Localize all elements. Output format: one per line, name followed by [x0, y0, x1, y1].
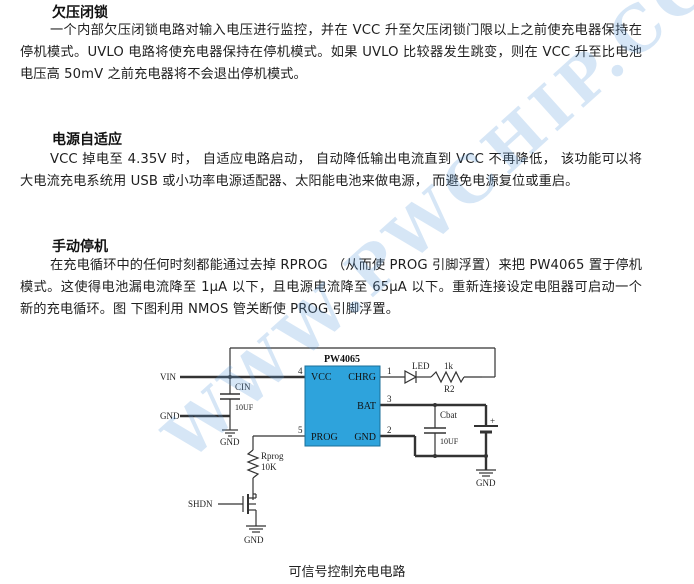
figure-caption: 可信号控制充电电路 [288, 565, 406, 580]
section-text-uvlo: 一个内部欠压闭锁电路对输入电压进行监控，并在 VCC 升至欠压闭锁门限以上之前使… [20, 23, 642, 82]
section-title-uvlo: 欠压闭锁 [52, 5, 108, 21]
rprog-value: 10K [261, 462, 277, 472]
pin-number-chrg: 1 [387, 366, 392, 376]
pin-number-gnd: 2 [387, 425, 392, 435]
section-text-manual-shutdown: 在充电循环中的任何时刻都能通过去掉 RPROG （从而使 PROG 引脚浮置）来… [20, 258, 642, 317]
pin-number-vcc: 4 [298, 366, 303, 376]
shdn-label: SHDN [188, 499, 213, 509]
pin-label-prog: PROG [311, 432, 338, 443]
section-title-power-adapt: 电源自适应 [52, 132, 122, 148]
pin-number-prog: 5 [298, 425, 303, 435]
charge-circuit-diagram: PW4065 VCC CHRG BAT PROG GND 4 1 3 5 2 V… [160, 347, 498, 545]
cbat-value: 10UF [440, 437, 459, 446]
led-symbol [404, 369, 431, 385]
gnd-label-mos: GND [244, 535, 264, 545]
net-label-gnd: GND [160, 411, 180, 421]
pin-label-bat: BAT [357, 401, 376, 412]
section-text-power-adapt: VCC 掉电至 4.35V 时， 自适应电路启动， 自动降低输出电流直到 VCC… [20, 152, 642, 189]
led-label: LED [412, 361, 430, 371]
battery-plus-label: + [490, 416, 495, 426]
r2-label: R2 [444, 384, 455, 394]
pin-label-vcc: VCC [311, 372, 332, 383]
rprog-label: Rprog [261, 451, 284, 461]
section-title-manual-shutdown: 手动停机 [52, 239, 108, 255]
chip-name: PW4065 [324, 354, 360, 365]
cin-value: 10UF [235, 403, 254, 412]
gnd-label-cin: GND [220, 437, 240, 447]
cbat-label: Cbat [440, 410, 457, 420]
gnd-label-bat: GND [476, 478, 496, 488]
pin-label-chrg: CHRG [348, 372, 376, 383]
chip-pw4065 [304, 365, 381, 447]
cin-label: CIN [235, 382, 251, 392]
pin-number-bat: 3 [387, 394, 392, 404]
pin-label-gnd: GND [354, 432, 376, 443]
circuit-nodes [228, 375, 488, 458]
net-label-vin: VIN [160, 372, 176, 382]
r2-value: 1k [444, 361, 454, 371]
